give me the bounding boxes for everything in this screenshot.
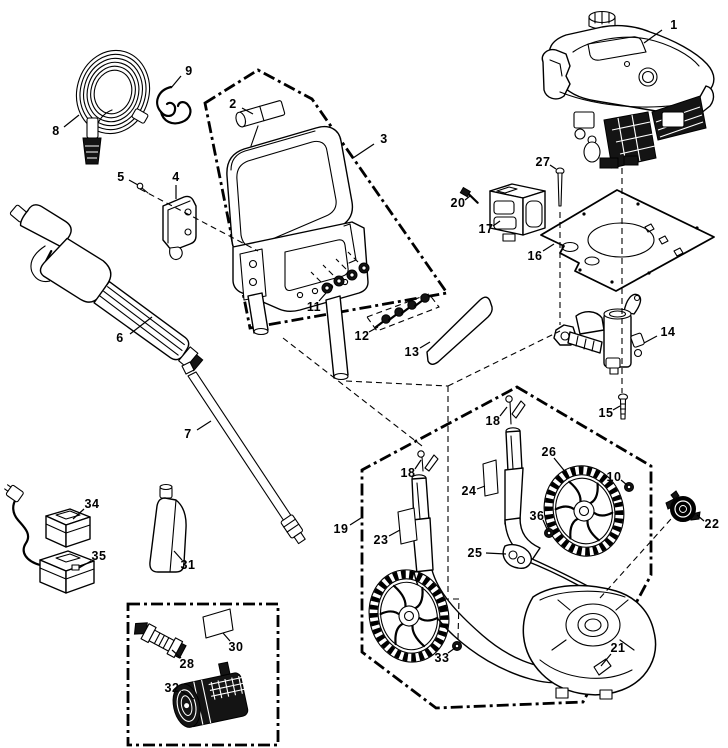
leader-line-11 — [318, 292, 327, 302]
leader-line-16 — [542, 243, 555, 252]
nut-36-illustration — [544, 528, 554, 538]
hose-illustration — [75, 49, 151, 165]
leader-line-32 — [180, 690, 195, 700]
handle-tube-illustration — [235, 100, 286, 147]
leader-line-23 — [388, 529, 401, 537]
leader-line-18 — [414, 459, 422, 470]
leader-line-20 — [464, 195, 471, 201]
switch-box-illustration — [489, 183, 546, 242]
gun-holder-bracket-illustration — [162, 195, 197, 261]
leader-line-9 — [170, 75, 182, 89]
pump-illustration — [553, 293, 645, 375]
engine-illustration — [541, 10, 715, 169]
bolts-12-illustration — [366, 293, 440, 332]
leader-line-25 — [485, 552, 507, 555]
spray-gun-illustration — [9, 204, 204, 372]
leader-line-36 — [542, 519, 548, 530]
leader-line-19 — [349, 517, 362, 526]
leader-line-14 — [643, 335, 658, 344]
screw-18-right-illustration — [505, 395, 526, 425]
leader-line-31 — [173, 550, 183, 561]
bolt-15-illustration — [617, 393, 629, 420]
leader-line-3 — [352, 143, 375, 159]
leader-line-34 — [72, 508, 85, 520]
leader-line-5 — [128, 179, 139, 186]
leader-line-7 — [196, 420, 212, 431]
quick-connect-nozzle-illustration — [133, 622, 187, 659]
handle-frame-illustration — [226, 125, 369, 381]
charger-illustration — [4, 484, 95, 594]
cap-22-illustration — [665, 490, 701, 522]
connector-lines — [139, 168, 672, 640]
nuts-11-illustration — [310, 251, 370, 294]
leader-line-1 — [643, 29, 663, 44]
battery-illustration — [45, 508, 91, 548]
nut-33-illustration — [452, 641, 462, 651]
leader-line-15 — [612, 405, 621, 411]
leader-line-2 — [241, 107, 254, 115]
screw-20-illustration — [459, 186, 479, 204]
accessory-box-boundary — [126, 602, 280, 747]
leader-line-26 — [553, 457, 568, 475]
leader-line-24 — [476, 485, 486, 490]
leader-line-33 — [447, 647, 456, 654]
starter-motor-illustration — [172, 661, 249, 728]
leader-line-12 — [368, 326, 379, 333]
leader-line-30 — [222, 632, 231, 642]
cart-assembly-boundary — [360, 385, 653, 710]
bolt-27-illustration — [555, 167, 565, 207]
leader-line-27 — [549, 164, 557, 170]
leader-line-8 — [63, 114, 80, 128]
leader-line-17 — [492, 220, 501, 227]
spray-wand-illustration — [181, 361, 306, 545]
leader-lines-layer — [63, 29, 705, 700]
leader-line-10 — [620, 479, 628, 486]
right-wheel-illustration — [543, 465, 625, 557]
leader-line-6 — [129, 316, 153, 335]
screw-5-illustration — [136, 182, 149, 194]
leader-line-28 — [171, 649, 182, 659]
panel-13-illustration — [426, 296, 493, 365]
base-plate-illustration — [540, 189, 715, 292]
label-30-illustration — [202, 608, 234, 639]
cart-frame-illustration — [368, 395, 657, 700]
leader-line-18 — [499, 406, 508, 417]
left-wheel-illustration — [368, 569, 450, 663]
screw-18-left-illustration — [417, 450, 439, 472]
hose-hook-illustration — [156, 85, 192, 125]
leader-line-21 — [600, 653, 612, 667]
leader-line-22 — [696, 514, 705, 522]
leader-line-35 — [78, 560, 92, 569]
leader-line-13 — [419, 341, 431, 349]
